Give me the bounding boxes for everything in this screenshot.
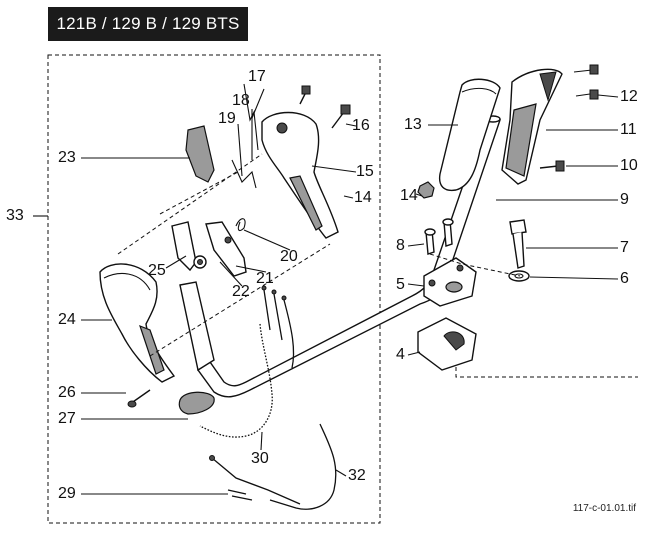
clamp-upper: [423, 257, 477, 307]
callout-8: 8: [396, 237, 405, 254]
callout-12: 12: [620, 88, 638, 105]
nut: [417, 181, 435, 199]
clamp-lower: [417, 317, 477, 371]
model-title: 121B / 129 B / 129 BTS: [48, 7, 248, 41]
wire-harness: [199, 285, 295, 438]
callout-5: 5: [396, 276, 405, 293]
front-handle-left: [99, 263, 176, 383]
callout-7: 7: [620, 239, 629, 256]
callout-14-rear: 14: [400, 187, 418, 204]
callout-9: 9: [620, 191, 629, 208]
callout-23: 23: [58, 149, 76, 166]
cable-clip: [178, 391, 215, 415]
screws: [299, 64, 599, 172]
bolt-and-washer: [424, 218, 530, 282]
callout-30: 30: [251, 450, 269, 467]
callout-17: 17: [248, 68, 266, 85]
throttle-cable: [209, 423, 337, 510]
callout-24: 24: [58, 311, 76, 328]
callout-18: 18: [232, 92, 250, 109]
mount-extension-line: [455, 360, 638, 378]
callout-19: 19: [218, 110, 236, 127]
callout-15: 15: [356, 163, 374, 180]
callout-10: 10: [620, 157, 638, 174]
rear-grip: [438, 78, 501, 192]
file-reference: 117-c-01.01.tif: [572, 503, 636, 514]
callout-13: 13: [404, 116, 422, 133]
callout-29: 29: [58, 485, 76, 502]
callout-16: 16: [352, 117, 370, 134]
callout-25: 25: [148, 262, 166, 279]
throttle-housing: [501, 68, 563, 185]
callout-leaders: [33, 88, 619, 495]
front-handle-right: [261, 111, 339, 239]
callout-4: 4: [396, 346, 405, 363]
assembly-guides: [117, 153, 521, 357]
callout-6: 6: [620, 270, 629, 287]
callout-26: 26: [58, 384, 76, 401]
handle-lever: [171, 221, 207, 272]
callout-21: 21: [256, 270, 274, 287]
callout-14-front: 14: [354, 189, 372, 206]
trigger-lock-bracket: [185, 125, 215, 183]
callout-32: 32: [348, 467, 366, 484]
assembly-boundary: [47, 54, 381, 524]
callout-11: 11: [620, 121, 637, 138]
callout-27: 27: [58, 410, 76, 427]
callout-33: 33: [6, 207, 24, 224]
callout-20: 20: [280, 248, 298, 265]
callout-22: 22: [232, 283, 250, 300]
throttle-trigger: [205, 221, 247, 277]
